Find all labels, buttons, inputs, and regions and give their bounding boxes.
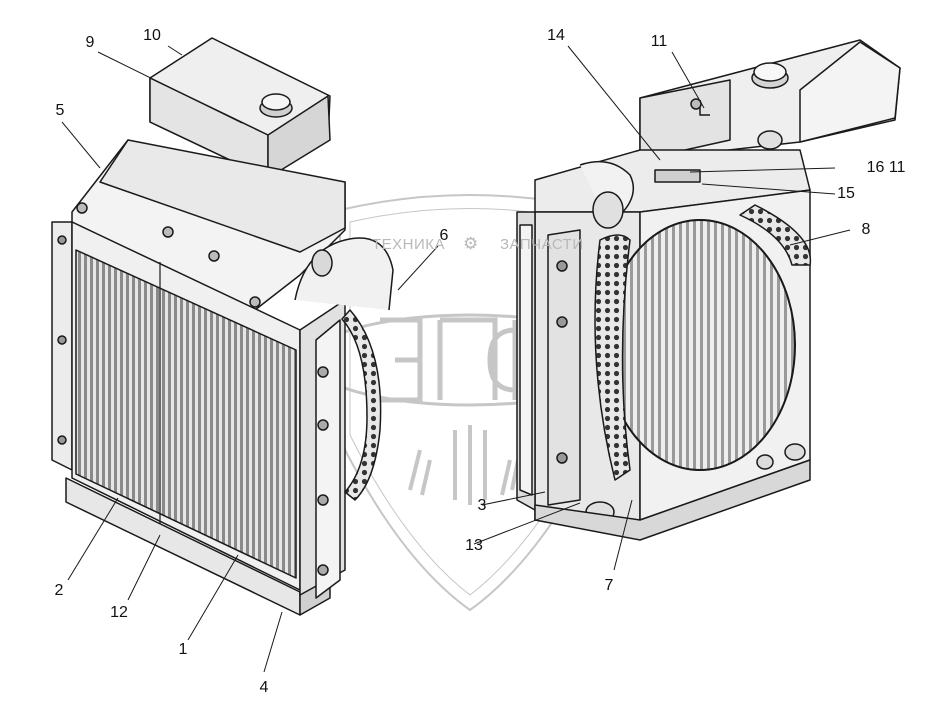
right-radiator [516,39,901,541]
left-radiator [51,37,394,616]
radiator-core [75,249,297,579]
callout-15: 15 [837,185,855,202]
callout-7: 7 [604,577,614,594]
callout-14: 14 [547,27,565,44]
gear-icon: ⚙ [463,234,479,253]
radiator-core [604,219,796,471]
callout-2: 2 [54,582,64,599]
callout-4: 4 [259,679,269,696]
watermark-left-word: ТЕХНИКА [372,236,446,253]
callout-8: 8 [861,221,871,238]
callout-3: 3 [477,497,487,514]
callout-16-11: 16 11 [866,159,906,176]
callout-5: 5 [55,102,65,119]
callout-10: 10 [143,27,161,44]
callout-6: 6 [439,227,449,244]
callout-13: 13 [465,537,483,554]
leader-lines [61,45,851,673]
callout-12: 12 [110,604,128,621]
watermark-right-word: ЗАПЧАСТИ [500,236,584,253]
callout-1: 1 [178,641,188,658]
callout-9: 9 [85,34,95,51]
callout-11: 11 [650,33,668,50]
